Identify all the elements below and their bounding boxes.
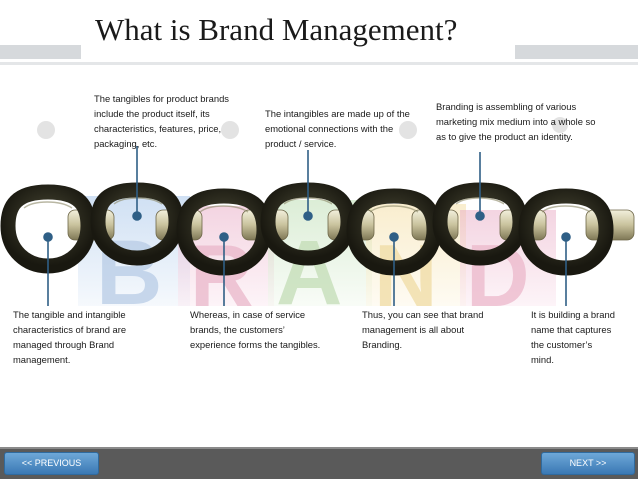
pin-dot-5 — [390, 233, 398, 241]
pin-dot-1 — [44, 233, 52, 241]
previous-button[interactable]: << PREVIOUS — [4, 452, 99, 475]
pin-dot-4 — [304, 212, 312, 220]
caption-service-brands: Whereas, in case of service brands, the … — [190, 307, 326, 352]
caption-branding-assembly: Branding is assembling of various market… — [436, 99, 602, 144]
next-button[interactable]: NEXT >> — [541, 452, 635, 475]
pin-dot-2 — [133, 212, 141, 220]
pin-dot-3 — [220, 233, 228, 241]
caption-tangibles-product: The tangibles for product brands include… — [94, 91, 254, 151]
caption-intangibles: The intangibles are made up of the emoti… — [265, 106, 421, 151]
caption-brand-management: The tangible and intangible characterist… — [13, 307, 159, 367]
caption-customers-mind: It is building a brand name that capture… — [531, 307, 617, 367]
pin-dot-7 — [562, 233, 570, 241]
caption-all-about-branding: Thus, you can see that brand management … — [362, 307, 488, 352]
pin-dot-6 — [476, 212, 484, 220]
